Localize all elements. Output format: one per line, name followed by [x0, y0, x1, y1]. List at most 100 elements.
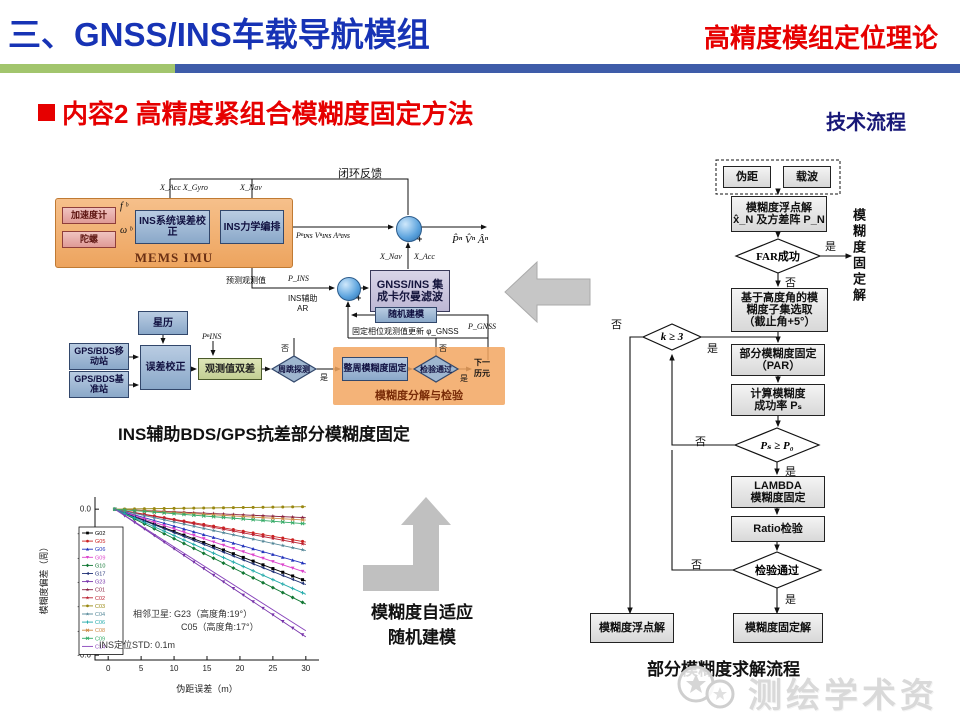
far-success-diamond: FAR成功	[756, 251, 800, 263]
svg-text:相邻卫星: G23（高度角:19°）: 相邻卫星: G23（高度角:19°）	[133, 608, 252, 619]
tight-coupling-diagram: 闭环反馈 X_Acc X_Gyro X_Nav MEMS IMU 加速度计 陀螺…	[40, 155, 520, 425]
next-epoch-label: 下一 历元	[474, 358, 490, 378]
watermark-logo-icon	[677, 665, 735, 709]
ps-no-label: 否	[695, 436, 706, 448]
ps-threshold-diamond: Pₛ ≥ P₀	[760, 439, 794, 452]
ambiguity-bias-chart: 0.0-0.1-0.2-0.3-0.4-0.5-0.6051015202530模…	[35, 485, 335, 700]
svg-text:INS定位STD: 0.1m: INS定位STD: 0.1m	[99, 639, 175, 650]
k3-diamond: k ≥ 3	[660, 331, 684, 343]
cycle-slip-yes-label: 是	[320, 373, 328, 382]
kalman-filter-box: GNSS/INS 集成卡尔曼滤波	[370, 270, 450, 312]
bent-up-arrow-icon	[363, 497, 451, 591]
svg-text:20: 20	[235, 664, 244, 673]
ins-mechanization-box: INS力学编排	[220, 210, 284, 244]
par-flowchart: 伪距 载波 模糊度浮点解 x̂_N 及方差阵 P_N FAR成功 模糊度固定解 …	[585, 150, 960, 720]
divider-green	[0, 64, 175, 73]
section-heading: 内容2 高精度紧组合模糊度固定方法	[62, 99, 474, 129]
p-ins-n-label: PⁿINS	[202, 332, 222, 341]
svg-text:30: 30	[301, 664, 310, 673]
test-no-label: 否	[691, 559, 702, 571]
gyro-box: 陀螺	[62, 231, 116, 248]
svg-text:-0.6: -0.6	[77, 651, 91, 660]
flowchart-connectors	[627, 159, 853, 615]
sum-junction-2	[337, 277, 361, 301]
far-yes-label: 是	[825, 241, 836, 253]
x-nav-top-label: X_Nav	[240, 183, 262, 192]
svg-text:G23: G23	[95, 580, 105, 586]
decomposition-region-label: 模糊度分解与检验	[375, 389, 463, 402]
plus-sign-2: +	[356, 293, 362, 303]
fixed-output-box: 模糊度固定解	[733, 613, 823, 643]
fixed-phase-update-label: 固定相位观测值更新 φ_GNSS	[352, 327, 459, 336]
float-solution-box: 模糊度浮点解 x̂_N 及方差阵 P_N	[731, 196, 827, 232]
divider-blue	[175, 64, 960, 73]
cycle-slip-diamond: 周跳探测	[278, 364, 310, 374]
predicted-obs-label: 预测观测值	[226, 276, 266, 285]
ps-yes-label: 是	[785, 466, 796, 478]
accelerometer-box: 加速度计	[62, 207, 116, 224]
lambda-box: LAMBDA 模糊度固定	[731, 476, 825, 508]
svg-text:10: 10	[170, 664, 179, 673]
k3-yes-label: 是	[707, 343, 718, 355]
svg-text:15: 15	[203, 664, 212, 673]
section-tag: 技术流程	[826, 112, 906, 134]
svg-text:伪距误差（m）: 伪距误差（m）	[176, 683, 238, 694]
ins-error-correction-box: INS系统误差校正	[135, 210, 210, 244]
svg-text:G02: G02	[95, 531, 105, 537]
page-title: 三、GNSS/INS车载导航模组	[8, 16, 430, 53]
pva-ins-label: Pⁿɪɴs Vⁿɪɴs Aⁿɪɴs	[296, 231, 351, 240]
pva-out-label: P̂ⁿ V̂ⁿ Âⁿ	[452, 234, 489, 246]
cycle-slip-no-label: 否	[281, 344, 289, 353]
rover-station-box: GPS/BDS移 动站	[69, 343, 129, 370]
x-acc-gyro-label: X_Acc X_Gyro	[160, 183, 208, 192]
svg-text:25: 25	[268, 664, 277, 673]
left-arrow-icon	[504, 260, 591, 324]
pseudorange-box: 伪距	[723, 166, 771, 188]
par-box: 部分模糊度固定 （PAR）	[731, 344, 825, 376]
page-title-right: 高精度模组定位理论	[703, 23, 938, 53]
p-ins-label: P_INS	[288, 274, 309, 283]
svg-text:C04: C04	[95, 612, 105, 618]
ins-aided-ar-label: INS辅助 AR	[288, 294, 318, 313]
plus-sign-1: +	[417, 234, 423, 244]
test-pass-diamond: 检验通过	[755, 565, 799, 577]
k3-no-label: 否	[611, 319, 622, 331]
fb-label: f ᵇ	[120, 201, 128, 212]
svg-text:0.0: 0.0	[80, 505, 92, 514]
error-correction-box: 误差校正	[140, 345, 191, 390]
svg-text:C06: C06	[95, 620, 105, 626]
chart-canvas: 0.0-0.1-0.2-0.3-0.4-0.5-0.6051015202530模…	[38, 497, 319, 694]
mems-imu-label: MEMS IMU	[134, 249, 214, 265]
sum-junction-1	[396, 216, 422, 242]
ephemeris-box: 星历	[138, 311, 188, 335]
svg-text:C03: C03	[95, 604, 105, 610]
stochastic-modeling-box: 随机建模	[375, 307, 437, 323]
svg-text:G06: G06	[95, 547, 105, 553]
base-station-box: GPS/BDS基 准站	[69, 371, 129, 398]
svg-text:G09: G09	[95, 555, 105, 561]
check-no-label: 否	[439, 344, 447, 353]
svg-text:G10: G10	[95, 563, 105, 569]
double-difference-box: 观测值双差	[198, 358, 262, 380]
left-diagram-caption: INS辅助BDS/GPS抗差部分模糊度固定	[118, 425, 410, 444]
x-acc-label: X_Acc	[414, 252, 435, 261]
success-rate-box: 计算模糊度 成功率 Pₛ	[731, 384, 825, 416]
far-no-label: 否	[785, 277, 796, 289]
x-nav-label: X_Nav	[380, 252, 402, 261]
svg-text:G17: G17	[95, 572, 105, 578]
watermark-text: 测绘学术资讯	[748, 677, 938, 715]
p-gnss-label: P_GNSS	[468, 322, 496, 331]
svg-text:C14: C14	[95, 644, 105, 650]
svg-text:C01: C01	[95, 588, 105, 594]
svg-text:0: 0	[106, 664, 111, 673]
section-bullet	[38, 104, 55, 121]
integer-ambiguity-fix-box: 整周模糊度固定	[342, 357, 408, 381]
fixed-solution-side-label: 模糊度固定解	[851, 208, 866, 304]
wb-label: ω ᵇ	[120, 225, 133, 236]
middle-caption: 模糊度自适应 随机建模	[371, 603, 473, 647]
check-yes-label: 是	[460, 374, 468, 383]
svg-text:C08: C08	[95, 628, 105, 634]
diagram-diamonds	[270, 355, 318, 383]
svg-text:C02: C02	[95, 596, 105, 602]
